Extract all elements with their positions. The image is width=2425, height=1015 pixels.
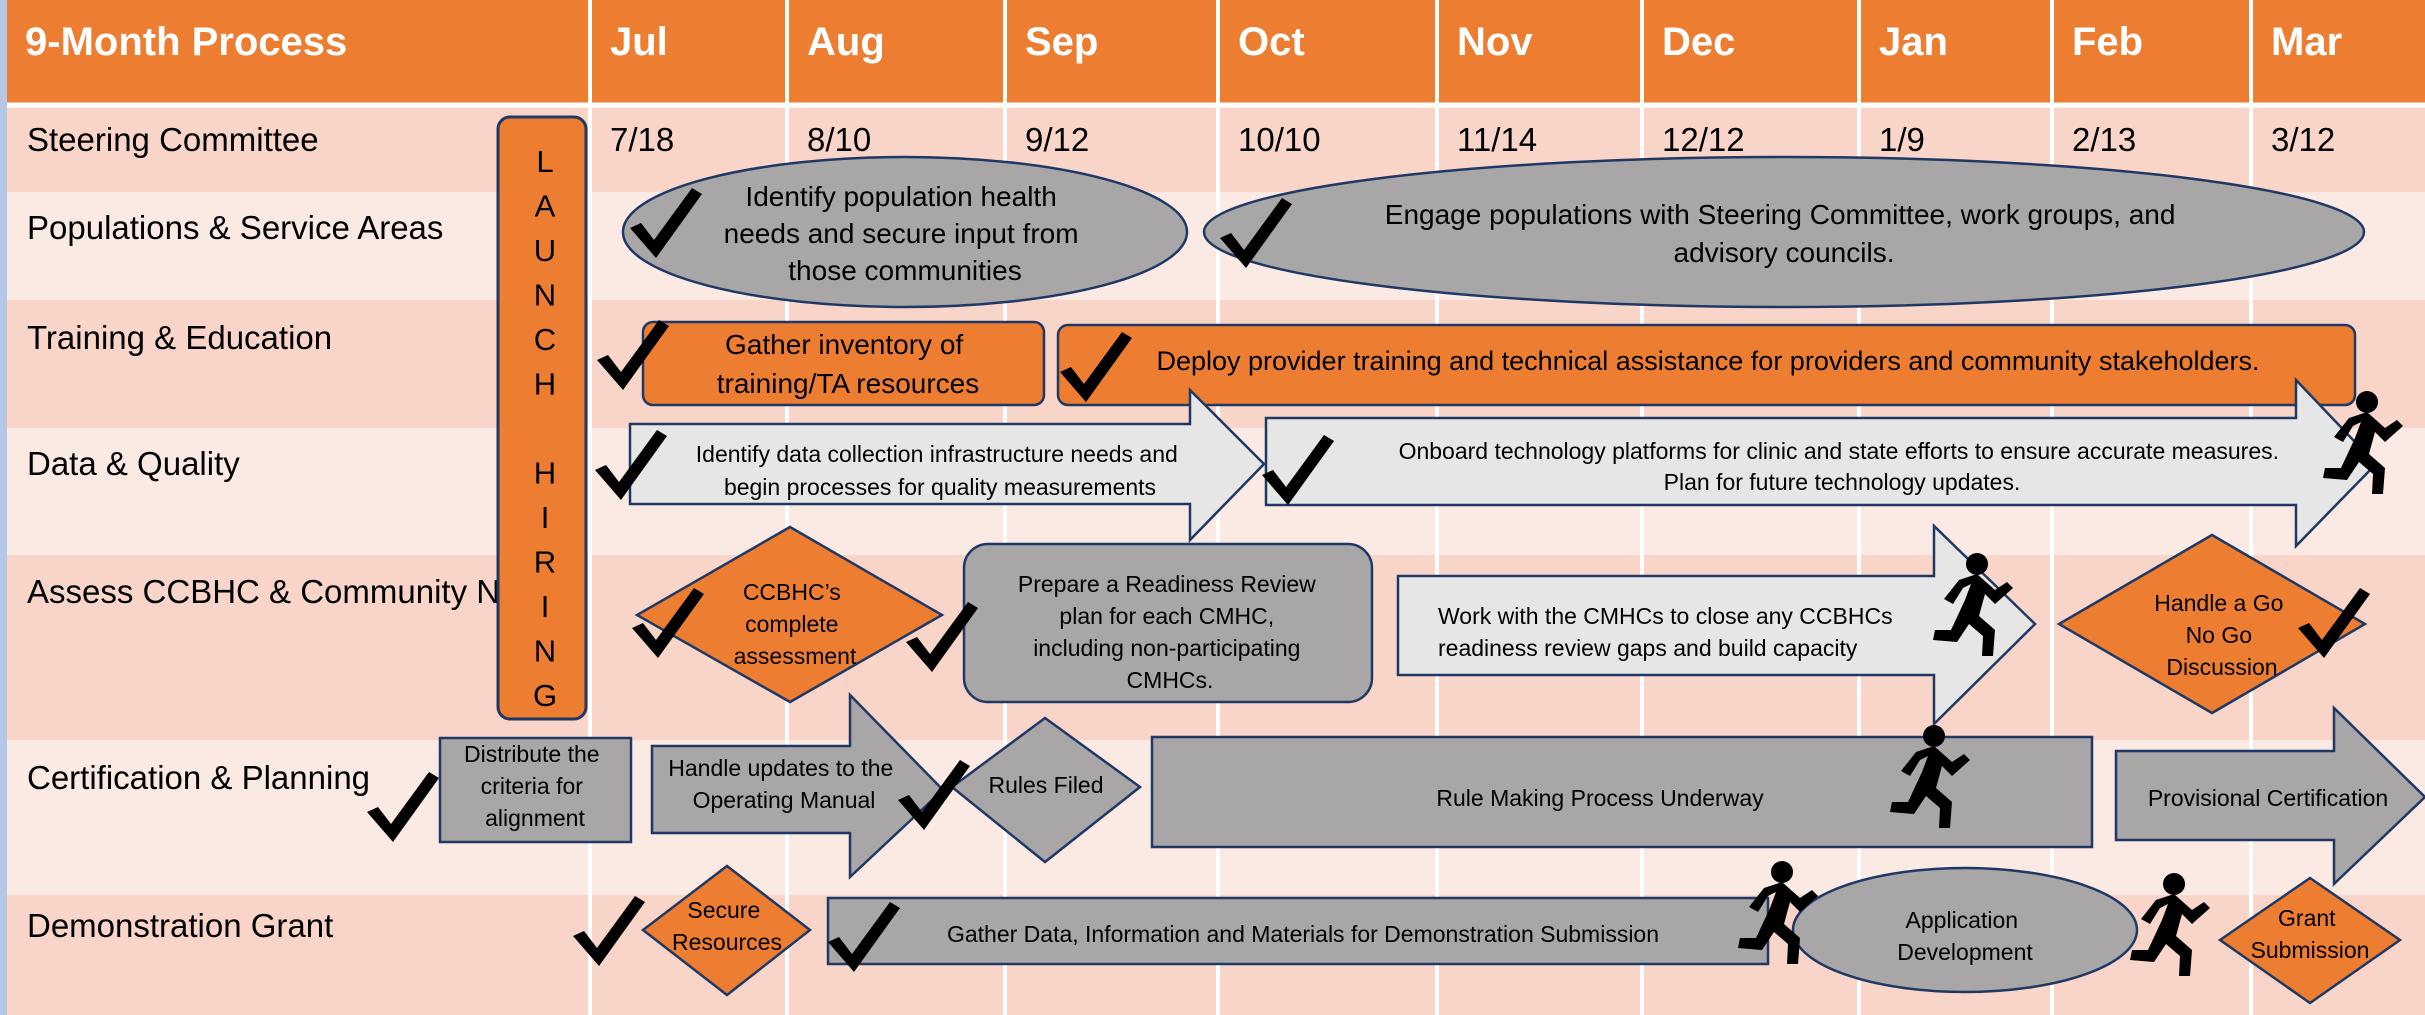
deploy-training-box xyxy=(1056,323,2357,407)
application-development-ellipse xyxy=(1791,866,2139,994)
operating-manual-arrow xyxy=(650,691,945,880)
launch-hiring-letter: H xyxy=(534,367,556,402)
complete-assessment-text: CCBHC’s complete assessment xyxy=(734,579,857,669)
launch-hiring-letter: C xyxy=(534,322,556,357)
steering-date: 8/10 xyxy=(807,121,871,158)
data-onboard-text: Onboard technology platforms for clinic … xyxy=(1399,438,2286,495)
steering-date: 3/12 xyxy=(2271,121,2335,158)
left-edge xyxy=(0,0,7,1015)
launch-hiring-letter: G xyxy=(533,678,557,713)
row-label: Steering Committee xyxy=(27,121,319,158)
launch-hiring-letter: N xyxy=(534,634,556,669)
month-label: Mar xyxy=(2271,20,2342,64)
distribute-criteria-text: Distribute the criteria for alignment xyxy=(464,741,606,831)
identify-population-text: Identify population health needs and sec… xyxy=(724,181,1087,286)
application-development-text: Application Development xyxy=(1897,907,2033,965)
month-labels: Jul Aug Sep Oct Nov Dec Jan Feb Mar xyxy=(610,20,2342,64)
month-label: Oct xyxy=(1238,20,1305,64)
steering-date: 2/13 xyxy=(2072,121,2136,158)
steering-date: 1/9 xyxy=(1879,121,1925,158)
close-gaps-arrow xyxy=(1396,523,2037,727)
launch-hiring-letter: I xyxy=(541,500,550,535)
secure-resources-diamond xyxy=(640,864,813,997)
steering-date: 9/12 xyxy=(1025,121,1089,158)
close-gaps-text: Work with the CMHCs to close any CCBHCs … xyxy=(1438,603,1899,661)
inventory-box xyxy=(641,320,1046,407)
rule-making-text: Rule Making Process Underway xyxy=(1436,785,1764,811)
month-label: Aug xyxy=(807,20,885,64)
launch-hiring-letter: I xyxy=(541,589,550,624)
operating-manual-text: Handle updates to the Operating Manual xyxy=(668,755,899,813)
month-label: Dec xyxy=(1662,20,1735,64)
data-identify-arrow xyxy=(628,386,1266,544)
deploy-training-text: Deploy provider training and technical a… xyxy=(1156,346,2259,376)
month-label: Nov xyxy=(1457,20,1533,64)
grant-submission-diamond xyxy=(2217,876,2403,1005)
header-title: 9-Month Process xyxy=(25,20,347,64)
rules-filed-text: Rules Filed xyxy=(988,772,1103,798)
provisional-certification-text: Provisional Certification xyxy=(2148,785,2388,811)
row-label: Training & Education xyxy=(27,319,332,356)
steering-date: 11/14 xyxy=(1457,121,1537,158)
identify-population-ellipse xyxy=(621,155,1189,309)
go-no-go-text: Handle a Go No Go Discussion xyxy=(2154,590,2290,680)
row-label: Data & Quality xyxy=(27,445,240,482)
gather-data-text: Gather Data, Information and Materials f… xyxy=(947,921,1659,947)
complete-assessment-diamond xyxy=(634,525,945,704)
steering-date: 7/18 xyxy=(610,121,674,158)
header-band xyxy=(0,0,2425,104)
distribute-criteria-box xyxy=(438,736,633,844)
month-label: Jul xyxy=(610,20,668,64)
launch-hiring-bar xyxy=(496,115,588,721)
launch-hiring-letter: U xyxy=(534,233,556,268)
launch-hiring-letter: L xyxy=(536,144,553,179)
row-label: Populations & Service Areas xyxy=(27,209,443,246)
month-label: Feb xyxy=(2072,20,2143,64)
engage-populations-ellipse xyxy=(1202,155,2366,309)
data-identify-text: Identify data collection infrastructure … xyxy=(696,441,1184,500)
data-onboard-arrow xyxy=(1264,376,2378,550)
go-no-go-diamond xyxy=(2056,533,2368,715)
rules-filed-diamond xyxy=(949,716,1143,864)
launch-hiring-letter: A xyxy=(535,189,556,224)
launch-hiring-letter: R xyxy=(534,545,556,580)
provisional-certification-arrow xyxy=(2114,705,2425,887)
inventory-text: Gather inventory of training/TA resource… xyxy=(717,329,980,399)
row-label: Assess CCBHC & Community N xyxy=(27,573,500,610)
grant-submission-text: Grant Submission xyxy=(2251,905,2370,963)
readiness-review-text: Prepare a Readiness Review plan for each… xyxy=(1018,571,1322,693)
secure-resources-text: Secure Resources xyxy=(672,897,782,955)
row-label: Certification & Planning xyxy=(27,759,370,796)
launch-hiring-letter: N xyxy=(534,278,556,313)
month-label: Jan xyxy=(1879,20,1948,64)
month-label: Sep xyxy=(1025,20,1098,64)
launch-hiring-letter: H xyxy=(534,456,556,491)
row-label: Demonstration Grant xyxy=(27,907,333,944)
steering-date: 12/12 xyxy=(1662,121,1745,158)
steering-date: 10/10 xyxy=(1238,121,1321,158)
steering-dates: 7/18 8/10 9/12 10/10 11/14 12/12 1/9 2/13 3/12 xyxy=(610,121,2335,158)
engage-populations-text: Engage populations with Steering Committ… xyxy=(1385,199,2183,268)
gather-data-box xyxy=(826,896,1770,966)
